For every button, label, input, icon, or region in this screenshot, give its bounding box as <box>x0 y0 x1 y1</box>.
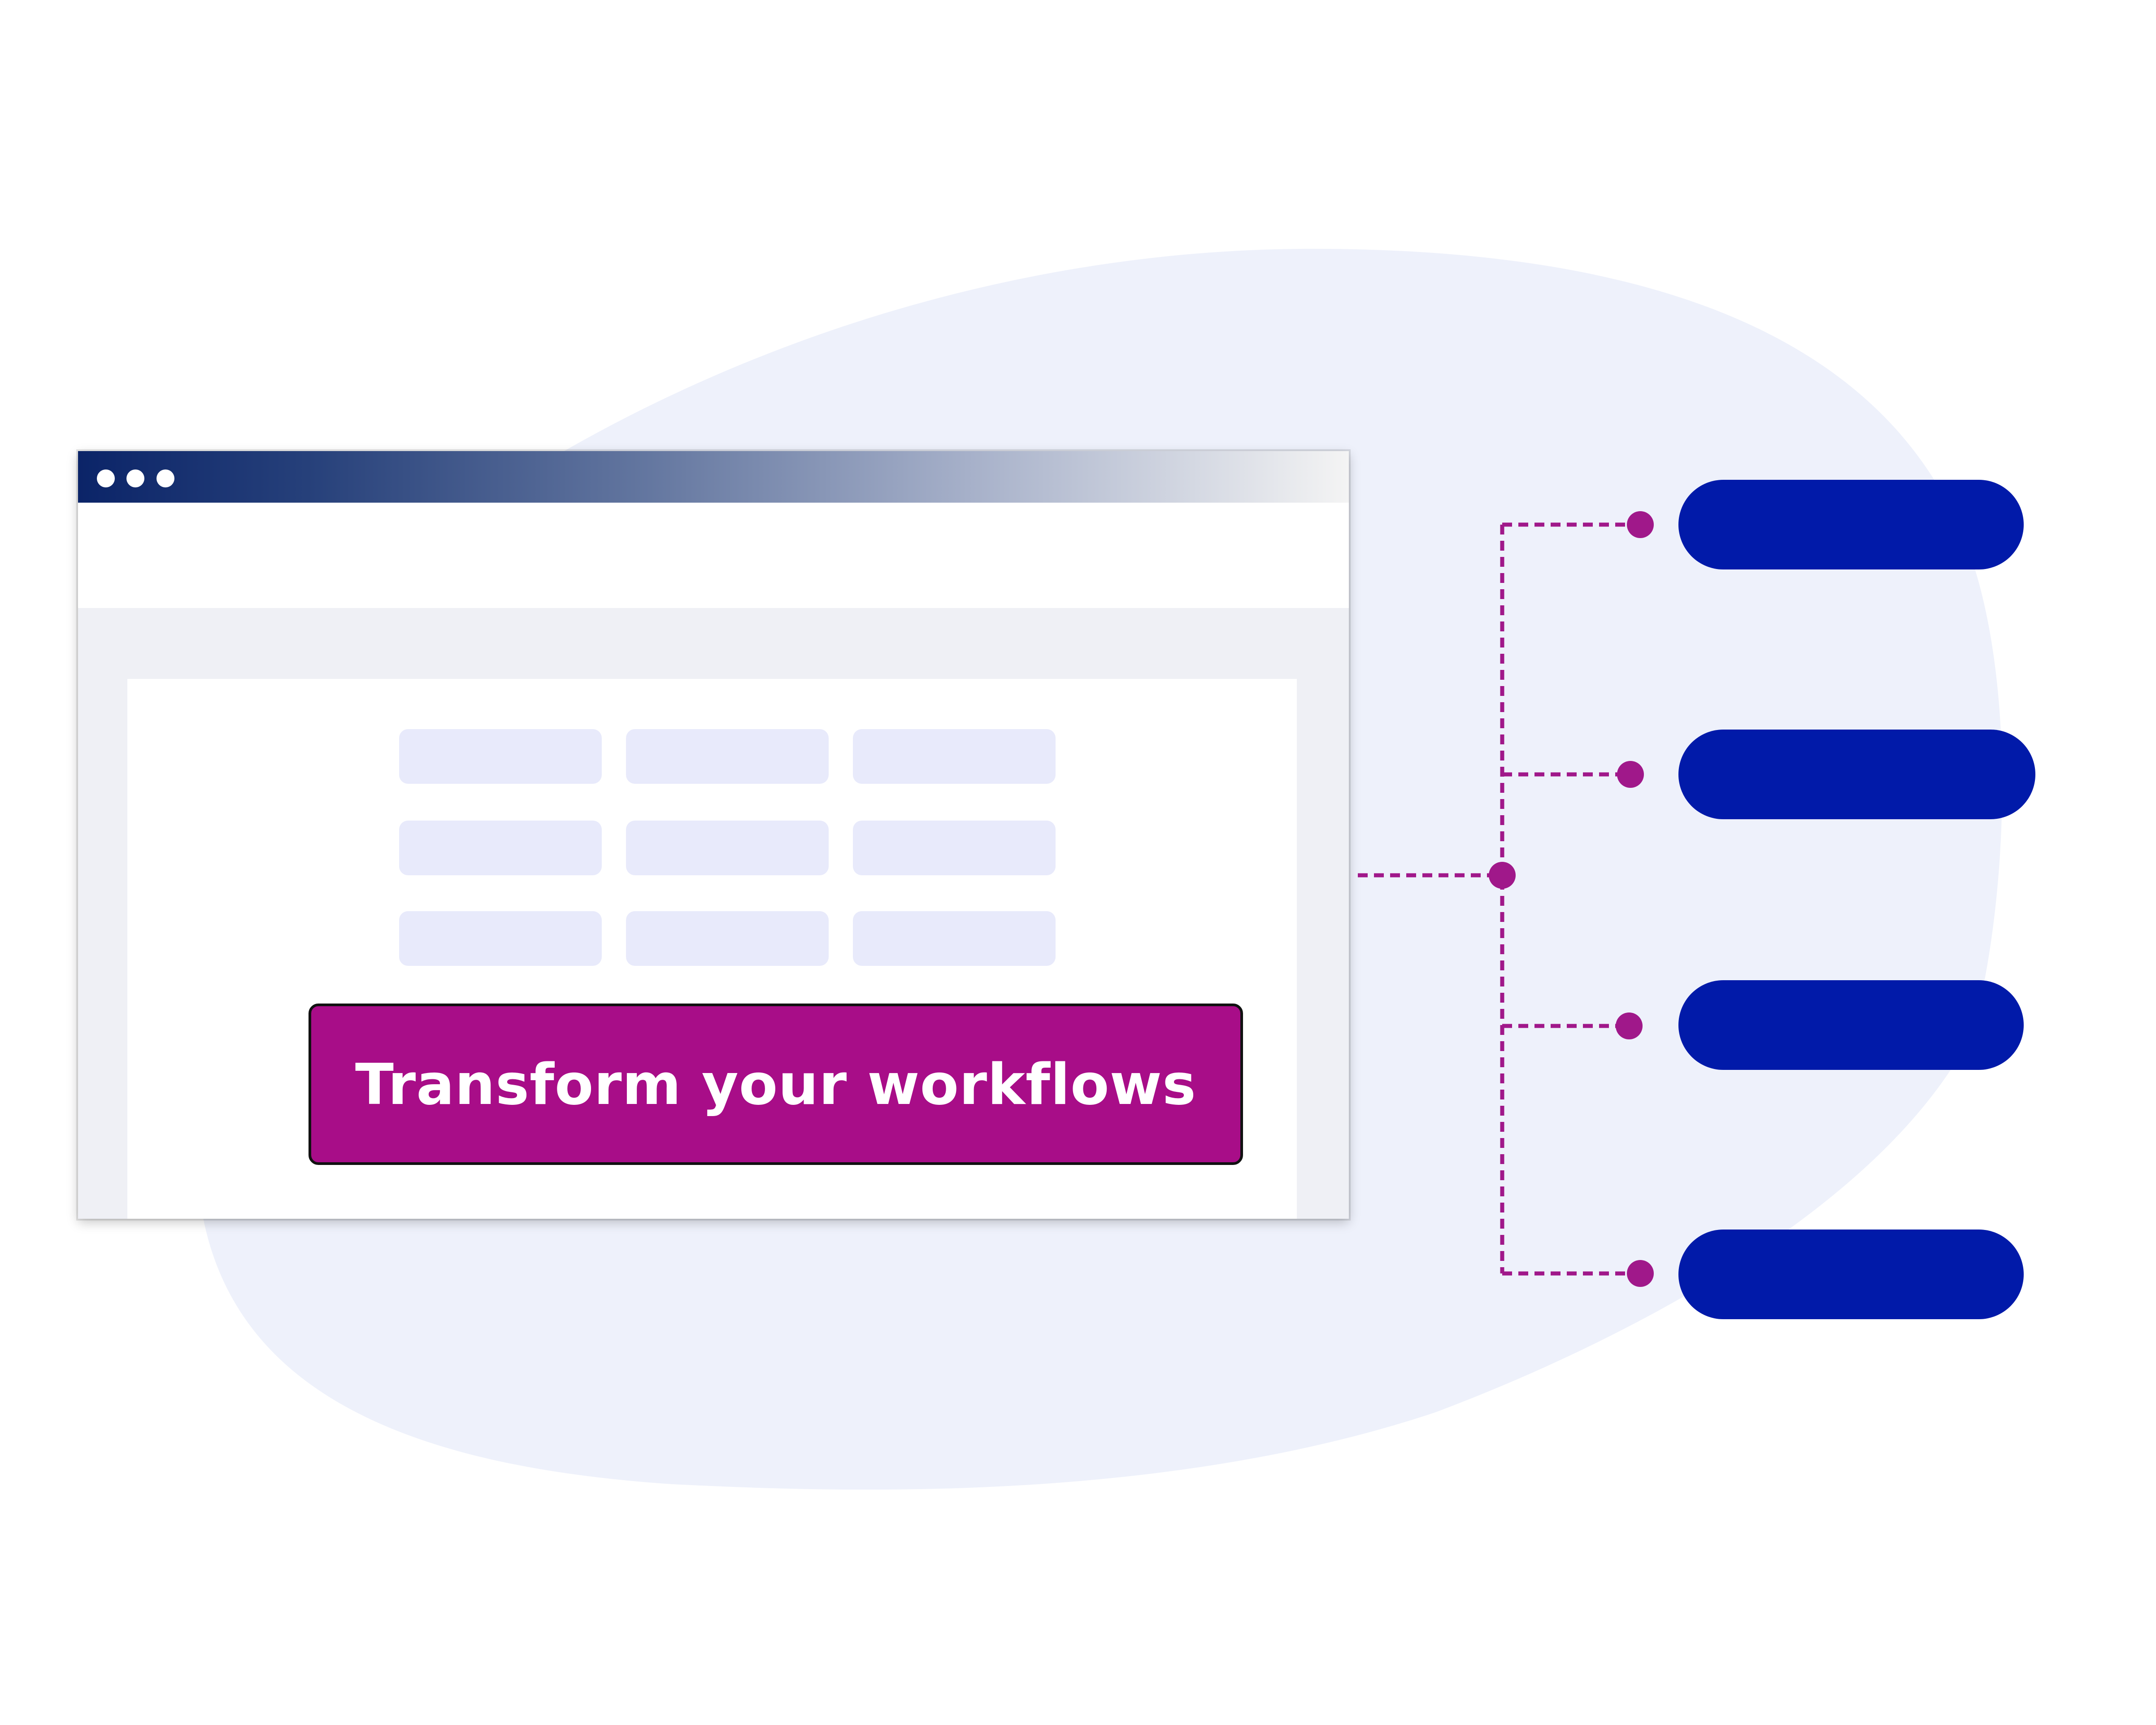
output-pill[interactable] <box>1678 980 2024 1070</box>
window-content-area: Transform your workflows <box>78 608 1349 1219</box>
window-control-dot[interactable] <box>97 469 115 487</box>
browser-window: Transform your workflows <box>78 451 1349 1219</box>
grid-tile[interactable] <box>626 911 829 966</box>
transform-workflows-button[interactable]: Transform your workflows <box>309 1004 1243 1165</box>
window-control-dot[interactable] <box>156 469 174 487</box>
grid-tile[interactable] <box>853 729 1056 784</box>
grid-tile[interactable] <box>399 729 602 784</box>
output-pill[interactable] <box>1678 730 2035 819</box>
grid-tile[interactable] <box>853 911 1056 966</box>
grid-tile[interactable] <box>399 911 602 966</box>
grid-tile[interactable] <box>626 729 829 784</box>
grid-tile[interactable] <box>399 821 602 875</box>
window-titlebar <box>78 451 1349 503</box>
window-header-area <box>78 503 1349 608</box>
window-control-dot[interactable] <box>126 469 144 487</box>
grid-tile[interactable] <box>853 821 1056 875</box>
grid-tile[interactable] <box>626 821 829 875</box>
output-pill[interactable] <box>1678 480 2024 569</box>
output-pill[interactable] <box>1678 1230 2024 1319</box>
content-panel: Transform your workflows <box>127 679 1297 1219</box>
